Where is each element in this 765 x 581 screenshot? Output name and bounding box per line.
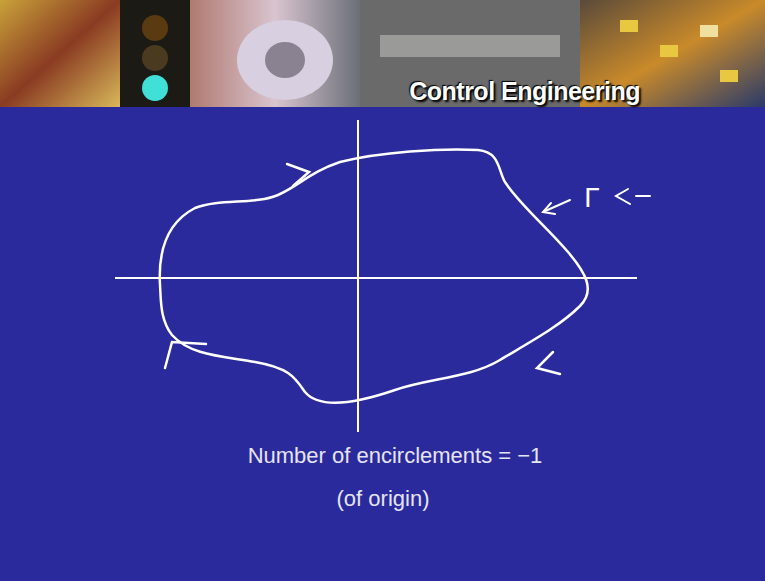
header-banner: [0, 0, 765, 107]
direction-arrows: [165, 164, 560, 374]
contour-label: Γ: [584, 182, 599, 214]
slide-title: Control Engineering: [409, 77, 640, 106]
result-text: Number of encirclements = −1: [248, 443, 543, 469]
contour-gamma: [160, 150, 588, 403]
axes: [115, 120, 637, 432]
result-note: (of origin): [337, 486, 430, 512]
